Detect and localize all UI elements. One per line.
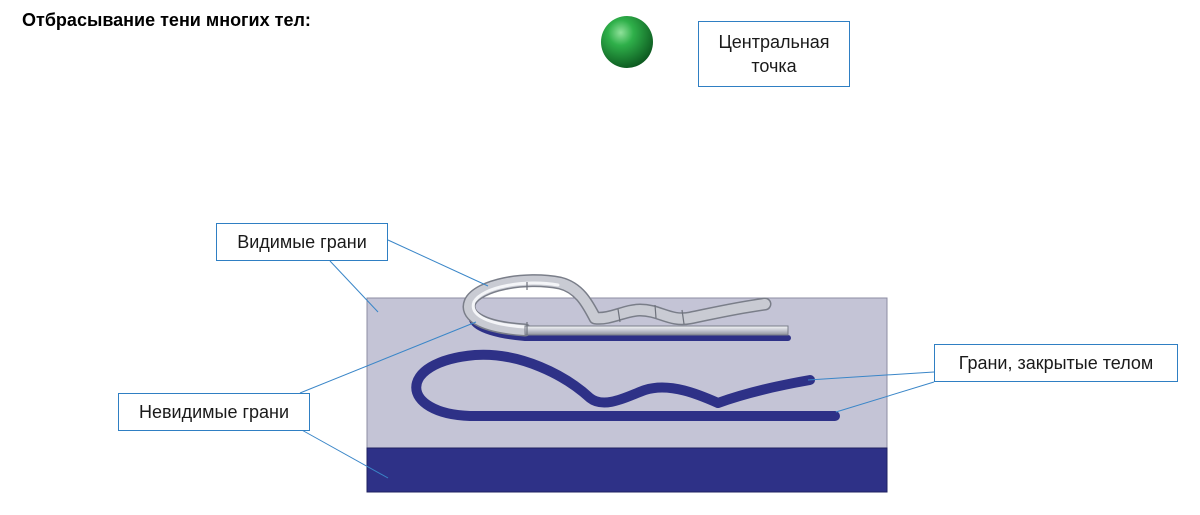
leader-visible-faces-1 (387, 239, 489, 287)
invisible-faces-text: Невидимые грани (138, 402, 290, 422)
invisible-faces-label: Невидимые грани (118, 393, 310, 431)
visible-faces-label: Видимые грани (216, 223, 388, 261)
leader-invisible-faces-2 (299, 428, 389, 479)
leader-covered-faces-2 (835, 381, 935, 413)
covered-faces-label: Грани, закрытые телом (934, 344, 1178, 382)
page-title: Отбрасывание тени многих тел: (22, 10, 311, 30)
pin-body (464, 275, 770, 335)
pin-highlight (471, 281, 560, 329)
pin-segment-mark (654, 304, 657, 319)
pin-shadow (411, 349, 840, 421)
visible-faces-text: Видимые грани (237, 232, 367, 252)
leader-invisible-faces-1 (299, 321, 477, 394)
central-point-sphere (601, 16, 653, 68)
plate-top-face (366, 297, 888, 449)
pin-segment-mark (617, 308, 621, 323)
central-point-label: Центральная точка (698, 21, 850, 87)
plate-front-face (366, 447, 888, 493)
pin-segment-mark (681, 309, 685, 325)
leader-visible-faces-2 (329, 260, 379, 313)
pin-straight-leg (524, 325, 789, 336)
leader-covered-faces-1 (807, 371, 935, 381)
covered-faces-text: Грани, закрытые телом (958, 353, 1154, 373)
central-point-text: Центральная точка (718, 32, 830, 76)
